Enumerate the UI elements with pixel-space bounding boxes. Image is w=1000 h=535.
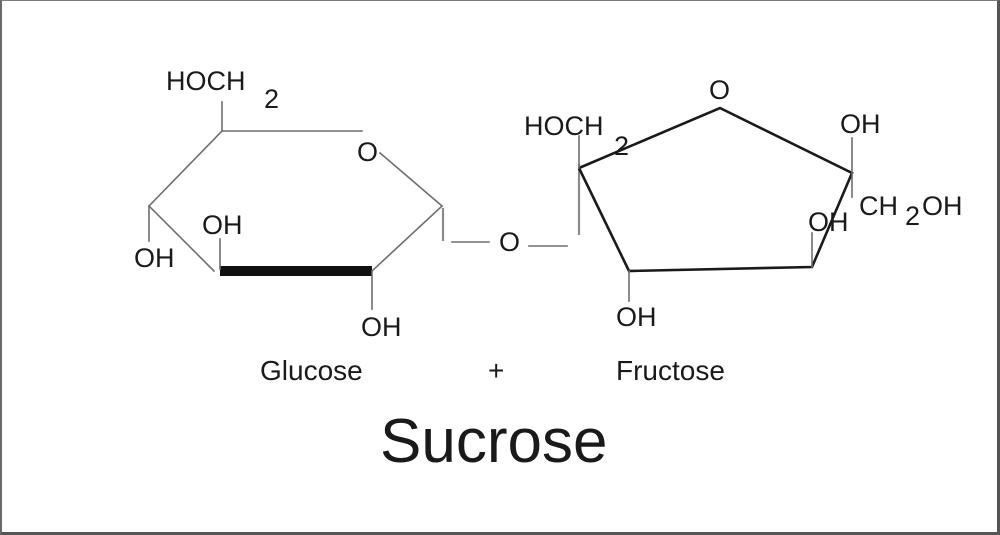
glucose-ring [147,101,445,310]
plus-operator: + [488,355,504,386]
sucrose-title: Sucrose [380,407,607,476]
glucose-ring-oxygen: O [357,137,378,167]
glucose-c6-label: HOCH [166,66,246,96]
fructose-c6-prefix: CH [859,191,898,221]
fructose-name: Fructose [616,355,725,386]
fructose-c3-hydroxyl: OH [616,302,657,332]
fructose-c4-hydroxyl: OH [808,207,849,237]
fructose-c1-subscript: 2 [614,131,629,161]
glucose-bond-c1-c2 [370,204,444,273]
fructose-ring-oxygen: O [709,75,730,105]
fructose-c6-suffix: OH [922,191,963,221]
glycosidic-oxygen: O [499,227,520,257]
glucose-c6-subscript: 2 [264,84,279,114]
fructose-ring-outline [577,106,854,273]
glucose-bond-o-c1 [378,151,444,208]
glycosidic-bond [451,164,581,247]
glucose-c3-hydroxyl: OH [202,210,243,240]
fructose-c5-hydroxyl: OH [840,109,881,139]
glucose-bond-c3-c4 [147,204,216,273]
fructose-c6-label: CH 2 OH [859,191,963,231]
glucose-c4-hydroxyl: OH [134,243,175,273]
glucose-c2-hydroxyl: OH [361,312,402,342]
fructose-ring [577,106,854,302]
fructose-c1-label: HOCH [524,111,604,141]
fructose-c6-subscript: 2 [905,201,920,231]
glucose-name: Glucose [260,355,363,386]
glucose-bond-c4-c5 [147,129,224,208]
